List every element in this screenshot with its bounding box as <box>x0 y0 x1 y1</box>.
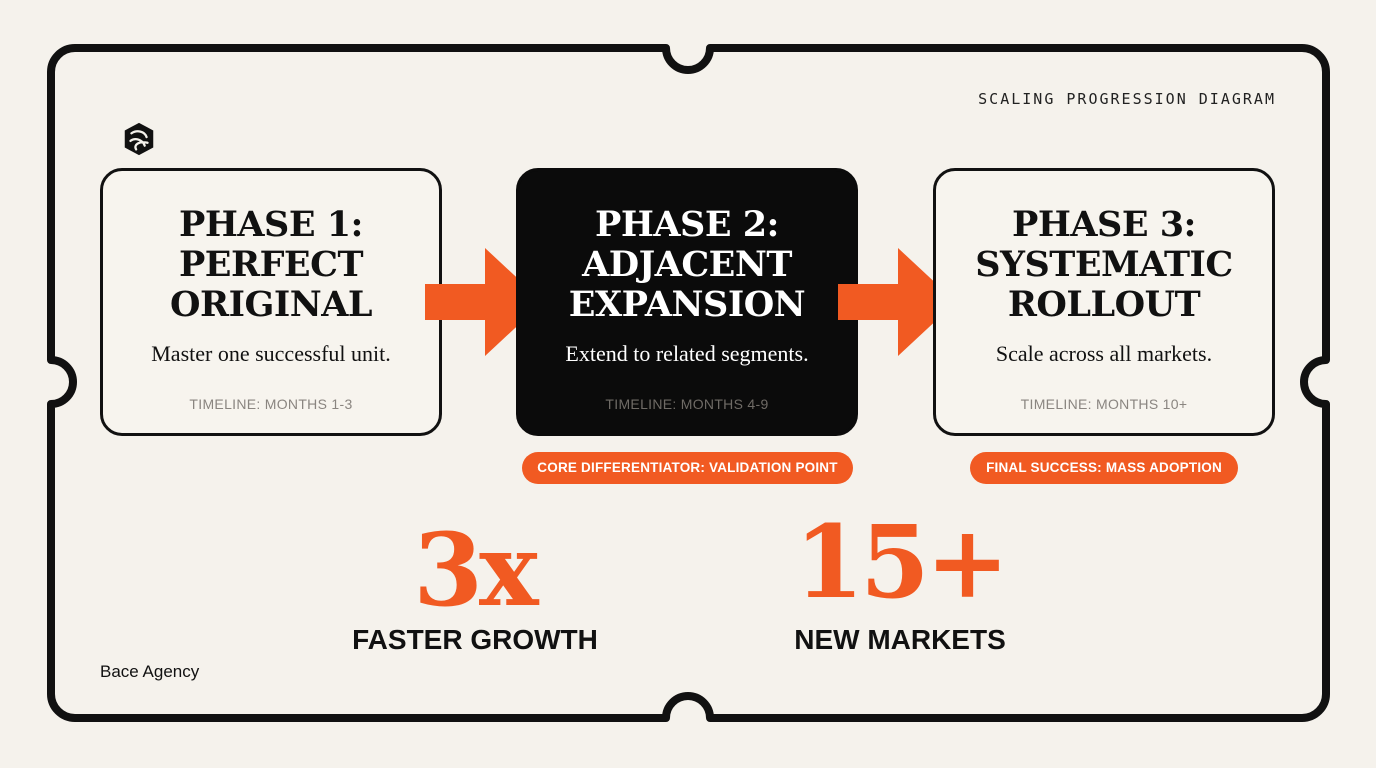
phase-title: PHASE 2: ADJACENT EXPANSION <box>568 204 806 325</box>
agency-name: Bace Agency <box>100 662 200 681</box>
phase-description: Extend to related segments. <box>565 341 809 366</box>
diagram-label: SCALING PROGRESSION DIAGRAM <box>978 90 1276 108</box>
arrow-right-icon <box>425 248 543 356</box>
phase-3-card: PHASE 3: SYSTEMATIC ROLLOUT Scale across… <box>933 168 1275 436</box>
stat-growth-label: FASTER GROWTH <box>352 624 598 655</box>
cube-knot-logo-icon <box>124 122 154 156</box>
phase-description: Scale across all markets. <box>995 341 1213 366</box>
phase-timeline: TIMELINE: MONTHS 10+ <box>1020 396 1188 412</box>
phase-title: PHASE 3: SYSTEMATIC ROLLOUT <box>975 204 1233 325</box>
validation-point-badge: CORE DIFFERENTIATOR: VALIDATION POINT <box>522 452 853 484</box>
stat-growth-value: 3x <box>413 511 538 629</box>
phase-description: Master one successful unit. <box>151 341 391 366</box>
stat-markets-label: NEW MARKETS <box>794 624 1006 655</box>
phase-1-card: PHASE 1: PERFECT ORIGINAL Master one suc… <box>100 168 442 436</box>
phase-title: PHASE 1: PERFECT ORIGINAL <box>170 204 372 325</box>
arrow-right-icon <box>838 248 956 356</box>
mass-adoption-badge: FINAL SUCCESS: MASS ADOPTION <box>970 452 1238 484</box>
phase-timeline: TIMELINE: MONTHS 1-3 <box>189 396 353 412</box>
stat-markets-value: 15+ <box>794 503 1010 621</box>
phase-2-card: PHASE 2: ADJACENT EXPANSION Extend to re… <box>516 168 858 436</box>
phase-timeline: TIMELINE: MONTHS 4-9 <box>605 396 769 412</box>
